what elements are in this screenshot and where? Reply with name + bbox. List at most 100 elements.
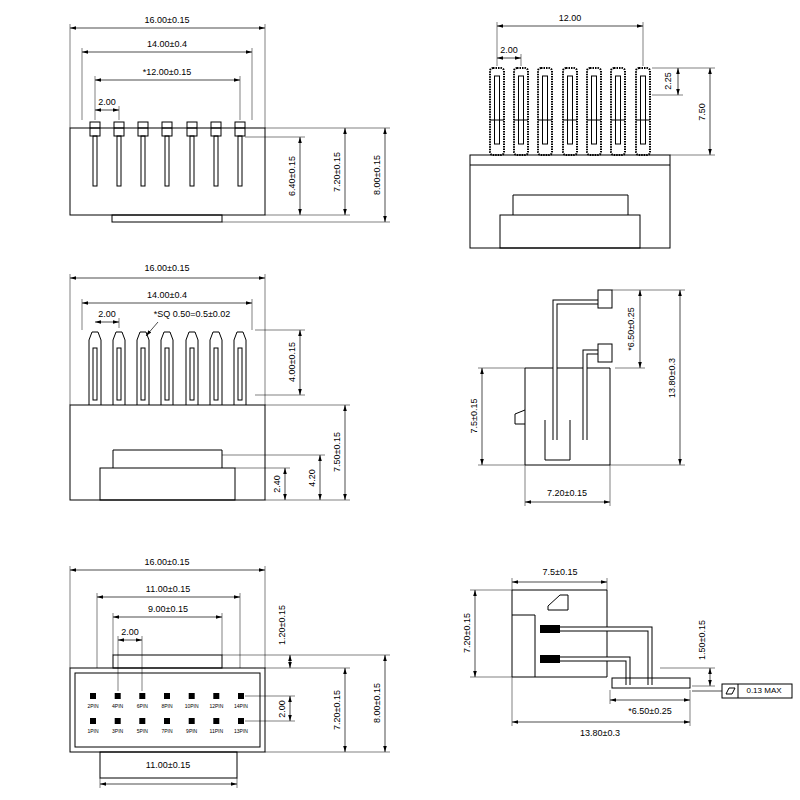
right-angle-profile xyxy=(722,684,792,698)
dimension-label: 2.25 xyxy=(664,71,673,91)
mating-face-view xyxy=(115,693,121,699)
pin-label: 14PIN xyxy=(233,704,249,709)
mating-face-view xyxy=(70,570,265,571)
front-view xyxy=(70,128,265,215)
mating-face-view xyxy=(238,718,244,724)
pin-label: 4PIN xyxy=(111,704,124,709)
right-angle-profile xyxy=(710,668,711,686)
dimension-label: 2.00 xyxy=(278,699,287,719)
mating-face-view xyxy=(290,655,291,668)
pin-view xyxy=(137,332,149,405)
mating-face-view xyxy=(222,655,390,752)
mating-face-view xyxy=(115,718,121,724)
right-angle-profile xyxy=(475,590,476,677)
mating-face-view xyxy=(139,718,145,724)
dimension-label: 7.20±0.15 xyxy=(546,489,588,498)
pin-view xyxy=(234,332,246,405)
pin-view xyxy=(146,322,158,336)
mating-face-view xyxy=(290,696,291,721)
right-angle-profile xyxy=(560,629,650,685)
rear-view xyxy=(513,195,628,215)
side-profile xyxy=(640,290,641,368)
mating-face-view xyxy=(75,673,260,747)
right-angle-profile xyxy=(512,582,607,583)
front-view xyxy=(112,215,222,222)
dimension-label: 7.50±0.15 xyxy=(333,431,342,473)
front-view xyxy=(70,24,390,222)
front-view xyxy=(95,80,240,81)
mating-face-view xyxy=(213,693,219,699)
front-view xyxy=(385,128,386,222)
dimension-label: 14.00±0.4 xyxy=(146,40,188,49)
front-view xyxy=(211,122,221,186)
rear-view xyxy=(470,155,670,248)
mating-face-view xyxy=(90,693,96,699)
side-profile xyxy=(515,410,525,424)
pin-label: 10PIN xyxy=(184,704,200,709)
pin-view xyxy=(300,330,301,395)
mating-face-view xyxy=(189,718,195,724)
pin-label: 8PIN xyxy=(160,704,173,709)
mating-face-view xyxy=(238,693,244,699)
rear-view xyxy=(500,215,640,248)
dimension-label: 8.00±0.15 xyxy=(373,154,382,196)
pin-label: 12PIN xyxy=(208,704,224,709)
right-angle-profile xyxy=(470,578,715,726)
mating-face-view xyxy=(90,718,96,724)
mating-face-view xyxy=(100,784,237,785)
side-profile xyxy=(585,352,598,440)
side-profile xyxy=(598,344,612,362)
dimension-label: *6.50±0.25 xyxy=(627,707,672,716)
side-profile xyxy=(598,290,612,308)
rear-view xyxy=(587,68,601,155)
dimension-label: 7.20±0.15 xyxy=(333,689,342,731)
side-profile xyxy=(680,290,681,465)
side-profile xyxy=(585,352,598,440)
mating-face-view xyxy=(164,718,170,724)
pin-view xyxy=(82,303,252,304)
right-angle-profile xyxy=(560,659,628,685)
mating-face-view xyxy=(385,655,386,752)
pin-view xyxy=(113,332,125,405)
dimension-label: 7.20±0.15 xyxy=(463,612,472,654)
mating-face-view xyxy=(97,597,240,598)
pin-view xyxy=(285,468,286,500)
dimension-label: 2.40 xyxy=(273,474,282,494)
side-profile xyxy=(525,368,610,465)
dimension-label: 14.00±0.4 xyxy=(146,291,188,300)
dimension-label: 4.00±0.15 xyxy=(288,341,297,383)
pin-label: 2PIN xyxy=(86,704,99,709)
pin-view xyxy=(320,455,321,500)
dimension-label: 2.00 xyxy=(97,98,117,107)
front-view xyxy=(300,137,301,215)
mating-face-view xyxy=(189,693,195,699)
right-angle-profile xyxy=(512,722,690,723)
pin-label: 3PIN xyxy=(111,729,124,734)
side-profile xyxy=(478,290,685,506)
pin-view xyxy=(70,274,350,500)
dimension-label: 11.00±0.15 xyxy=(145,585,191,594)
dimension-label: *12.00±0.15 xyxy=(142,68,192,77)
dimension-label: 1.50±0.15 xyxy=(698,619,707,661)
dimension-label: 13.80±0.3 xyxy=(579,729,621,738)
right-angle-profile xyxy=(612,678,690,688)
pin-view xyxy=(70,405,265,500)
right-angle-profile xyxy=(610,700,690,701)
pin-view xyxy=(186,332,198,405)
right-angle-profile xyxy=(540,655,560,663)
front-view xyxy=(90,122,100,186)
right-angle-profile xyxy=(512,615,535,677)
dimension-label: 7.20±0.15 xyxy=(333,151,342,193)
rear-view xyxy=(636,68,650,155)
note-label: *SQ 0.50=0.5±0.02 xyxy=(153,310,232,319)
front-view xyxy=(235,122,245,186)
rear-view xyxy=(611,68,625,155)
side-profile xyxy=(478,290,685,506)
rear-view xyxy=(470,22,715,248)
side-profile xyxy=(555,302,598,440)
right-angle-profile xyxy=(560,659,628,685)
front-view xyxy=(162,122,172,186)
pin-label: 9PIN xyxy=(185,729,198,734)
